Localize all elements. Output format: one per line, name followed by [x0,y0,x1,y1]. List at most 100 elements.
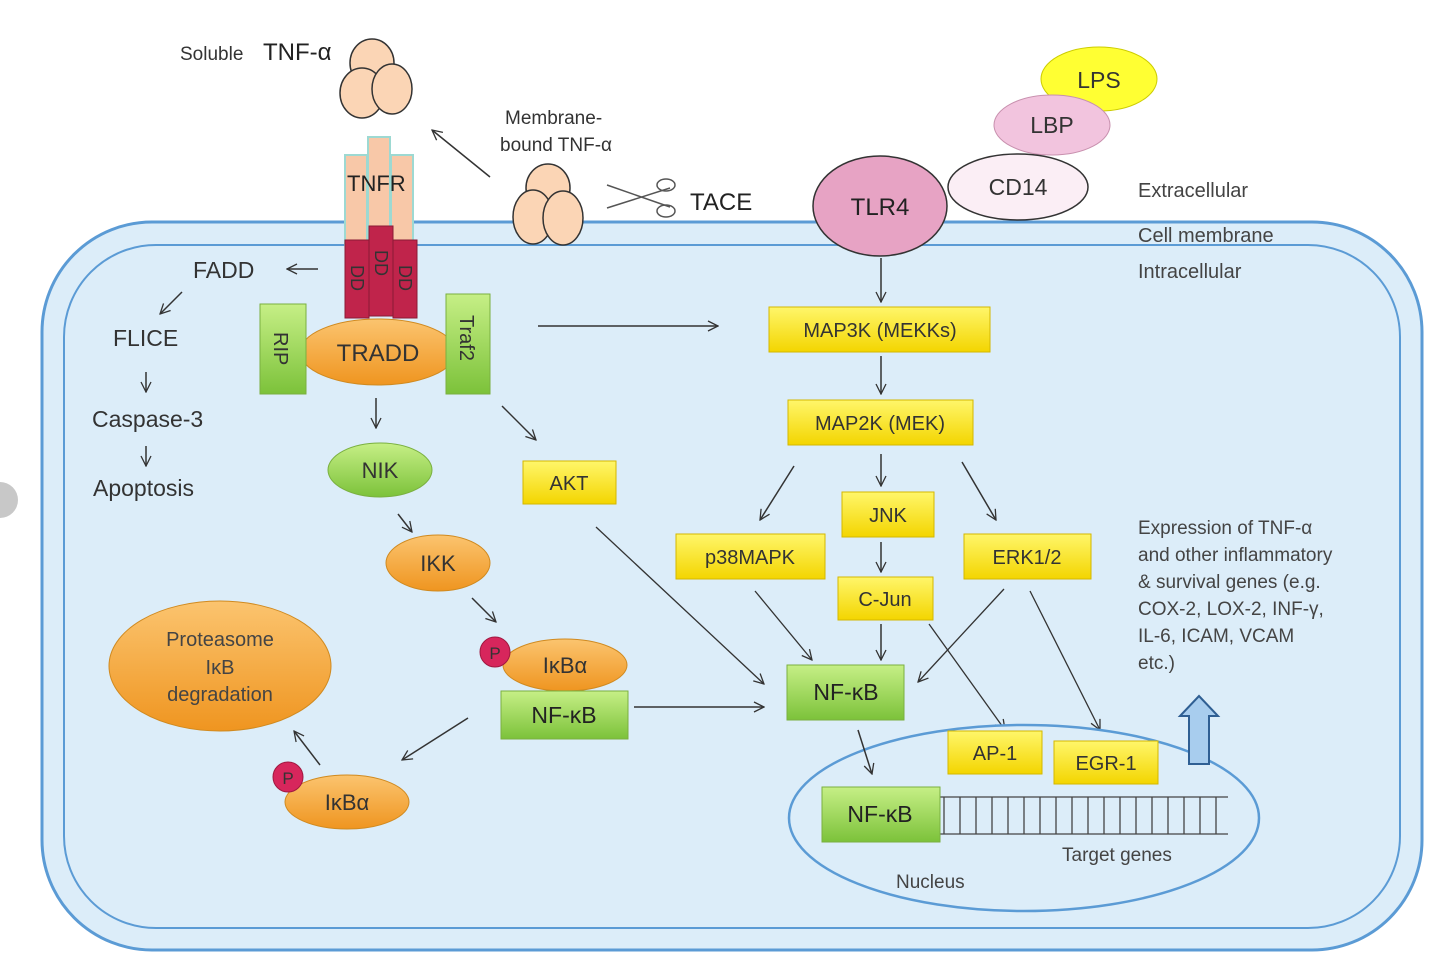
soluble-tnf-label: TNF-α [263,39,332,66]
map2k-label: MAP2K (MEK) [815,413,945,435]
p38-label: p38MAPK [705,547,796,569]
cjun-label: C-Jun [858,589,911,611]
free-ikba-label: IκBα [325,790,370,815]
free-ikba-node [284,774,410,830]
nfkb-node [786,664,905,721]
expression-line-3: & survival genes (e.g. [1138,572,1321,593]
membrane-tnf-trimer-icon [512,163,584,246]
arrow-erk-egr1 [1029,590,1100,730]
map3k-node [768,306,991,353]
nuclear-nfkb-node [821,786,941,843]
tlr4-label: TLR4 [851,194,910,221]
expression-up-arrow-icon [1177,694,1221,765]
nuclear-nfkb-label: NF-κB [847,801,912,827]
arrow-traf2-akt [501,405,536,440]
map3k-label: MAP3K (MEKKs) [803,320,956,342]
membrane-tnf-label-2: bound TNF-α [500,135,612,156]
soluble-tnf-trimer-icon [339,38,413,119]
intracellular-label: Intracellular [1138,261,1242,283]
arrow-nik-ikk [397,513,412,532]
tace-label: TACE [690,189,752,216]
erk-node [963,533,1092,580]
tnfr-receptor [344,136,414,246]
expression-line-2: and other inflammatory [1138,545,1333,566]
side-scroll-handle[interactable] [0,482,18,518]
dd-label-2: DD [371,250,391,276]
tnfr-label: TNFR [347,171,406,196]
phospho-icon [479,636,511,668]
nfkb-complex-node [500,690,629,740]
expression-line-5: IL-6, ICAM, VCAM [1138,626,1294,647]
phospho-label: P [489,644,500,663]
jnk-label: JNK [869,505,907,527]
rip-label: RIP [269,332,291,365]
arrow-nfkb-nucleus [857,729,872,774]
arrow-complex-free-ikba [402,717,469,760]
death-domains [344,225,418,319]
arrow-ikk-ikba [471,597,496,622]
arrow-erk-nfkb [918,588,1005,682]
arrow-map2k-p38 [760,465,795,520]
ikk-label: IKK [420,551,456,576]
cd14-node [947,153,1089,221]
arrow-fadd-flice [160,291,183,314]
lps-label: LPS [1077,67,1120,93]
extracellular-label: Extracellular [1138,180,1248,202]
ap1-label: AP-1 [973,743,1017,765]
cjun-node [837,576,934,621]
scissors-icon [606,178,676,218]
dd-label-1: DD [347,265,367,291]
expression-line-1: Expression of TNF-α [1138,518,1312,539]
free-phospho-icon [272,761,304,793]
tradd-label: TRADD [337,340,420,367]
nik-node [327,442,433,498]
ap1-node [947,730,1043,775]
free-phospho-label: P [282,769,293,788]
cd14-label: CD14 [989,174,1048,200]
jnk-node [841,491,935,538]
ikk-node [385,534,491,592]
rip-node [259,303,307,395]
arrow-p38-nfkb [754,590,812,660]
expression-line-4: COX-2, LOX-2, INF-γ, [1138,599,1324,620]
traf2-label: Traf2 [455,315,477,361]
arrow-membrane-to-soluble [432,130,491,178]
traf2-node [445,293,491,395]
proteasome-label-3: degradation [167,684,273,706]
arrow-akt-nfkb [595,526,764,684]
lbp-node [993,94,1111,156]
apoptosis-label: Apoptosis [93,475,194,501]
erk-label: ERK1/2 [993,547,1062,569]
arrow-map2k-erk [961,461,996,520]
nfkb-label: NF-κB [813,679,878,705]
nik-label: NIK [362,458,399,483]
proteasome-node [108,600,332,732]
cell-membrane-label: Cell membrane [1138,225,1274,247]
map2k-node [787,399,974,446]
proteasome-label-2: IκB [206,657,235,679]
nucleus-label: Nucleus [896,872,965,893]
dd-label-3: DD [395,265,415,291]
egr1-label: EGR-1 [1075,753,1136,775]
flice-label: FLICE [113,325,178,351]
ikba-label: IκBα [543,653,588,678]
dna-target-genes-icon [920,796,1228,835]
akt-node [522,460,617,505]
lbp-label: LBP [1030,112,1073,138]
nfkb-complex-label: NF-κB [531,702,596,728]
fadd-label: FADD [193,257,254,283]
proteasome-label-1: Proteasome [166,629,274,651]
membrane-tnf-label-1: Membrane- [505,108,602,129]
expression-line-6: etc.) [1138,653,1175,674]
soluble-label: Soluble [180,44,243,65]
arrow-ikba-proteasome [294,731,321,766]
caspase3-label: Caspase-3 [92,406,203,432]
arrow-cjun-ap1 [928,623,1005,730]
akt-label: AKT [550,473,589,495]
cell-inner-membrane [63,244,1401,929]
p38-node [675,533,826,580]
target-genes-label: Target genes [1062,845,1172,866]
tlr4-node [812,155,948,257]
egr1-node [1053,740,1159,785]
